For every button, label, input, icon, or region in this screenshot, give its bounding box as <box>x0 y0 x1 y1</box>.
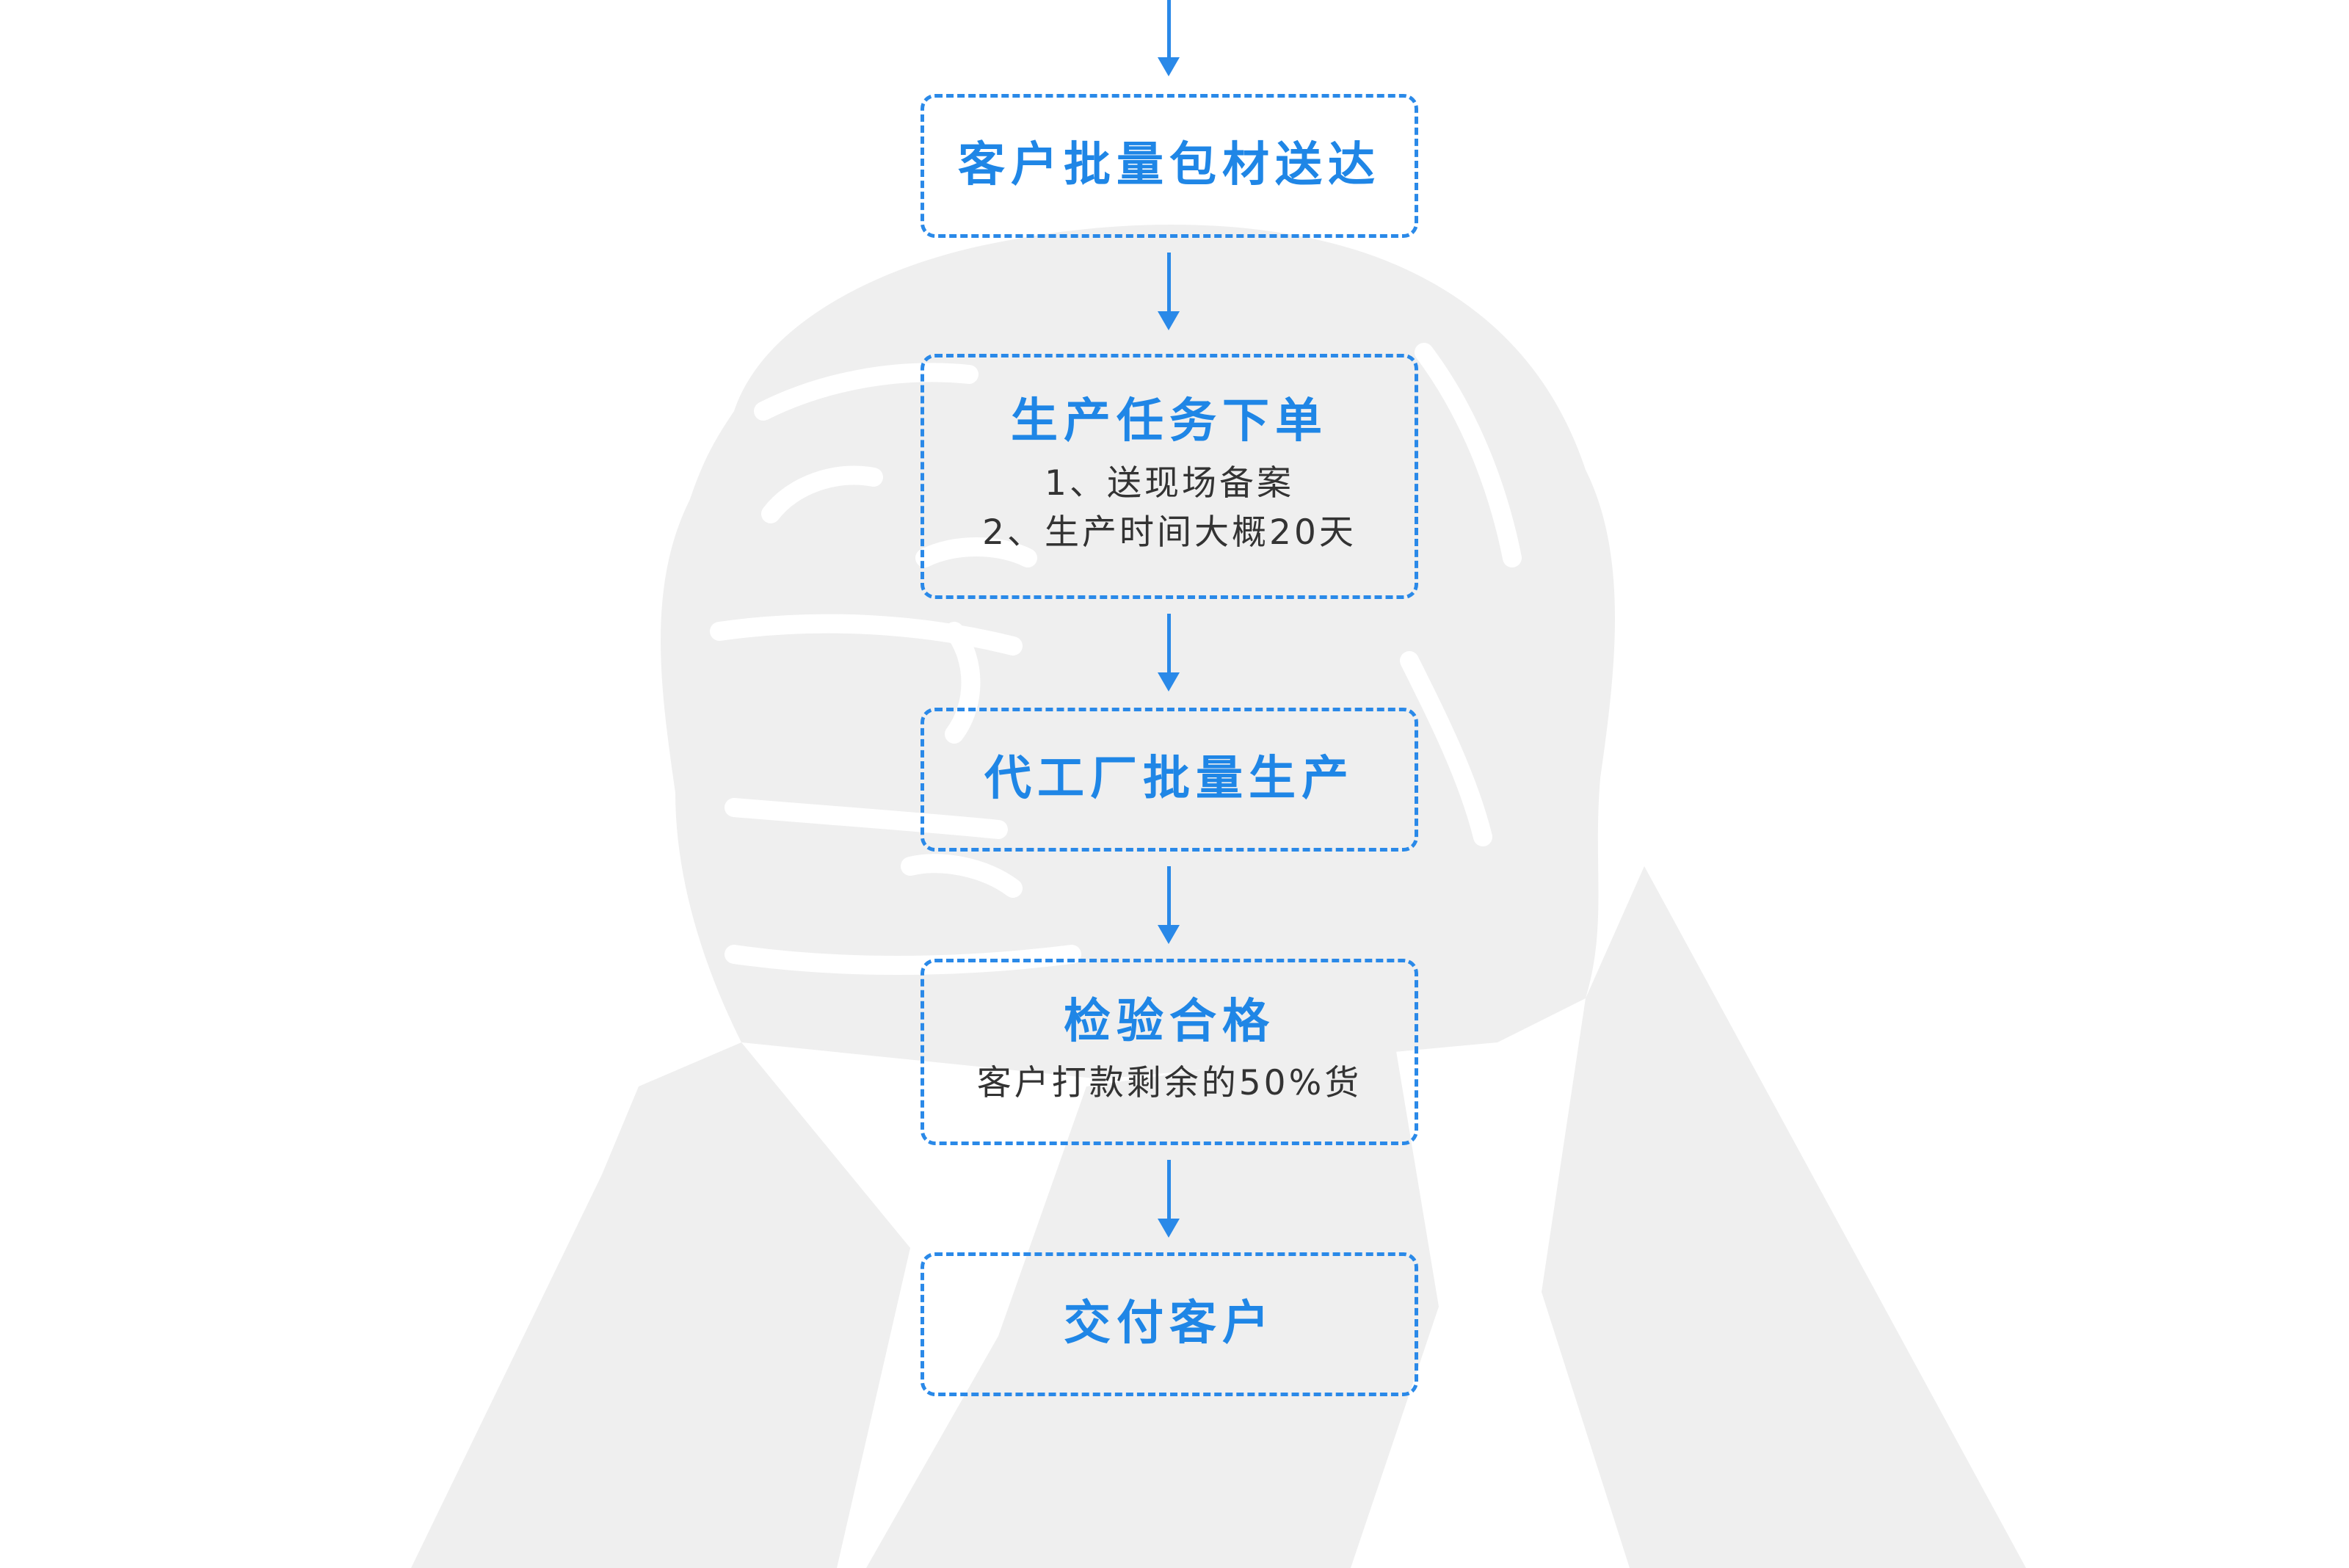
step-box-4: 检验合格 客户打款剩余的50%货 <box>921 959 1418 1145</box>
step-title: 检验合格 <box>1064 994 1275 1049</box>
step-title: 客户批量包材送达 <box>958 138 1381 193</box>
step-note: 1、送现场备案 <box>1045 463 1294 504</box>
step-box-5: 交付客户 <box>921 1252 1418 1396</box>
step-box-3: 代工厂批量生产 <box>921 708 1418 852</box>
step-box-2: 生产任务下单 1、送现场备案 2、生产时间大概20天 <box>921 354 1418 599</box>
step-note: 客户打款剩余的50%货 <box>976 1063 1362 1104</box>
step-title: 生产任务下单 <box>1011 394 1328 449</box>
step-note: 2、生产时间大概20天 <box>982 512 1357 553</box>
step-box-1: 客户批量包材送达 <box>921 94 1418 238</box>
step-title: 代工厂批量生产 <box>984 752 1354 807</box>
step-title: 交付客户 <box>1064 1296 1275 1351</box>
